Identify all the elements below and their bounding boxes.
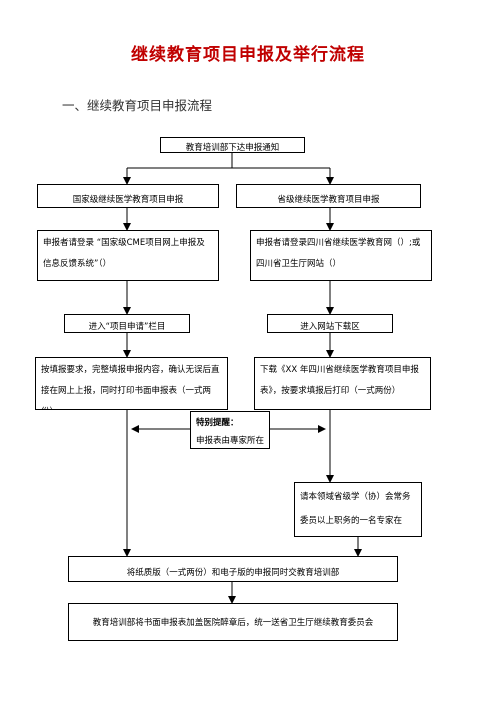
node-special-note: 特别提醒： 申报表由專家所在: [190, 411, 270, 449]
node-provincial-login: 申报者请登录四川省继续医学教育网（）;或四川省卫生厅网站（）: [250, 230, 432, 281]
node-download-form: 下载《XX 年四川省继续医学教育项目申报表》，按要求填报后打印（一式两份）: [254, 357, 431, 410]
node-national-login: 申报者请登录 “国家级CME项目网上申报及信息反馈系统”（）: [37, 230, 219, 281]
node-expert: 请本领域省级学（协）会常务委员以上职务的一名专家在: [294, 482, 422, 537]
page-title: 继续教育项目申报及举行流程: [131, 45, 365, 65]
node-national-project: 国家级继续医学教育项目申报: [37, 184, 219, 208]
node-enter-download: 进入网站下载区: [267, 314, 393, 333]
node-final: 教育培训部将书面申报表加盖医院醉章后，统一送省卫生厅继续教育委员会: [68, 603, 398, 641]
note-body: 申报表由專家所在: [196, 436, 265, 446]
section-heading: 一、继续教育项目申报流程: [62, 98, 213, 113]
node-fill-form: 按填报要求，完整填报申报内容，确认无误后直接在网上上报，同时打印书面申报表（一式…: [35, 357, 228, 410]
node-provincial-project: 省级继续医学教育项目申报: [236, 184, 421, 208]
node-submit: 将纸质版（一式两份）和电子版的申报同时交教育培训部: [68, 556, 398, 582]
node-enter-column: 进入“项目申请”栏目: [64, 314, 190, 333]
node-notice: 教育培训部下达申报通知: [160, 137, 305, 153]
note-title: 特别提醒：: [196, 418, 239, 428]
